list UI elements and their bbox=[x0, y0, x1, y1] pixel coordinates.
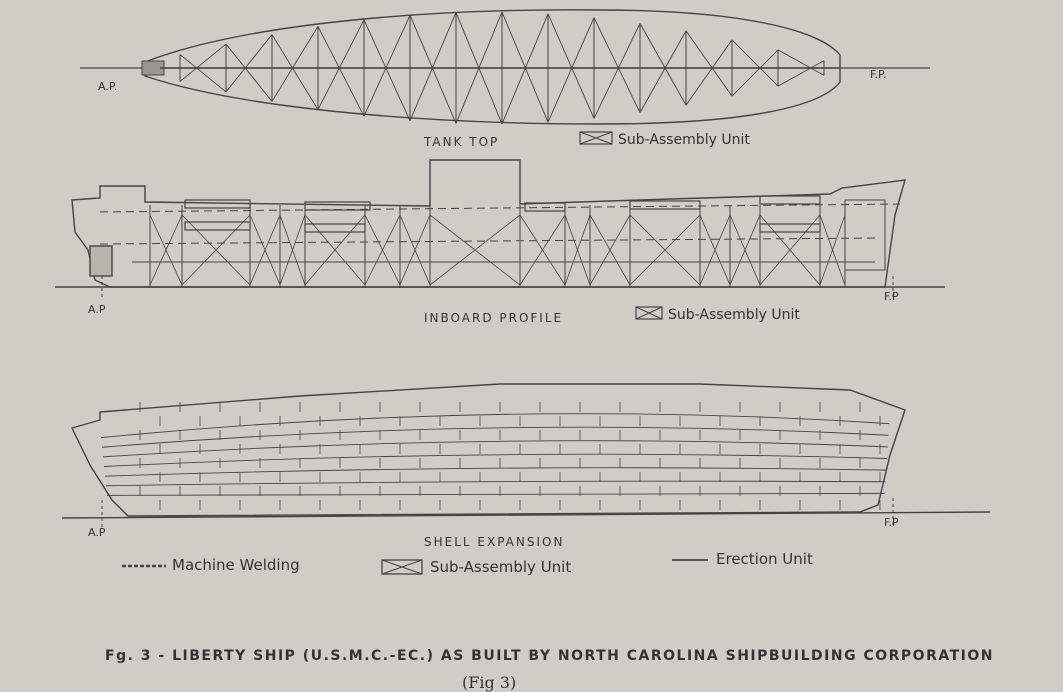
shell-expansion bbox=[61, 383, 991, 528]
profile-sub-assembly-unit bbox=[629, 200, 701, 210]
shell-strake-line bbox=[100, 413, 890, 439]
tank-top-brace bbox=[639, 23, 687, 106]
shell-strake-line bbox=[104, 467, 887, 477]
tank-top-brace bbox=[731, 49, 779, 97]
tank-top-brace bbox=[363, 14, 411, 117]
tank-top-brace bbox=[639, 30, 687, 113]
tank-top-brace bbox=[501, 13, 549, 125]
tank-top-legend-label: Sub-Assembly Unit bbox=[618, 132, 750, 148]
tank-top-brace bbox=[271, 34, 319, 110]
machine-welding-label: Machine Welding bbox=[172, 556, 300, 574]
profile-brace bbox=[304, 214, 366, 286]
profile-sub-assembly-unit bbox=[184, 221, 251, 231]
shell-strakes bbox=[100, 413, 890, 496]
tank-top-legend: Sub-Assembly Unit bbox=[579, 131, 750, 148]
profile-brace bbox=[729, 214, 761, 286]
tank-top-title: TANK TOP bbox=[423, 135, 499, 149]
figure-caption: Fg. 3 - LIBERTY SHIP (U.S.M.C.-EC.) AS B… bbox=[105, 648, 994, 664]
profile-brace bbox=[279, 214, 306, 286]
inboard-legend: Sub-Assembly Unit bbox=[635, 306, 800, 323]
shell-hull-outline bbox=[71, 383, 906, 517]
profile-sub-assembly-unit bbox=[304, 201, 371, 211]
inboard-holds bbox=[149, 205, 846, 287]
profile-sub-assembly-unit bbox=[184, 199, 251, 209]
tank-top-brace bbox=[225, 43, 273, 102]
tank-top-brace bbox=[593, 17, 641, 113]
sub-assembly-label: Sub-Assembly Unit bbox=[430, 558, 571, 576]
tank-top-brace bbox=[777, 49, 825, 76]
profile-brace bbox=[819, 214, 846, 286]
tank-top-brace bbox=[317, 26, 365, 117]
tank-top-brace bbox=[547, 17, 595, 123]
inboard-ap-marker: A.P bbox=[88, 303, 106, 316]
profile-brace bbox=[364, 214, 401, 286]
profile-brace bbox=[149, 214, 183, 286]
profile-brace bbox=[589, 214, 631, 286]
tank-top-brace bbox=[685, 39, 733, 106]
tank-top-brace bbox=[179, 54, 227, 93]
profile-sub-assembly-unit bbox=[759, 195, 821, 205]
tank-top-brace bbox=[777, 60, 825, 87]
inboard-profile-title: INBOARD PROFILE bbox=[424, 311, 563, 325]
tank-top-ap-marker: A.P. bbox=[98, 80, 117, 93]
inboard-fp-marker: F.P bbox=[884, 290, 899, 303]
tank-top-brace bbox=[731, 39, 779, 87]
shell-baseline bbox=[61, 511, 991, 519]
profile-brace bbox=[249, 214, 281, 286]
profile-brace bbox=[399, 214, 431, 286]
tank-top-brace bbox=[317, 19, 365, 110]
shell-strake-line bbox=[101, 426, 889, 448]
tank-top-brace bbox=[547, 13, 595, 119]
profile-brace bbox=[429, 214, 521, 286]
erection-unit-label: Erection Unit bbox=[716, 550, 813, 568]
shell-seams bbox=[139, 402, 881, 510]
tank-top-brace bbox=[225, 34, 273, 93]
tank-top-plan bbox=[80, 9, 930, 125]
sub-assembly-symbol bbox=[381, 559, 423, 575]
shell-strake-line bbox=[103, 453, 888, 467]
shell-strake-line bbox=[106, 492, 885, 496]
profile-brace bbox=[629, 214, 701, 286]
tank-top-brace bbox=[409, 15, 457, 124]
tank-top-brace bbox=[363, 19, 411, 122]
shell-ap-marker: A.P bbox=[88, 526, 106, 539]
tank-top-outline bbox=[144, 9, 841, 125]
shell-fp-marker: F.P bbox=[884, 516, 899, 529]
weld-legend: Machine Welding Sub-Assembly Unit Erecti… bbox=[122, 550, 813, 576]
shell-strake-line bbox=[105, 480, 886, 487]
tank-top-brace bbox=[593, 23, 641, 119]
inboard-hull-outline bbox=[71, 159, 906, 288]
tank-top-frames bbox=[179, 11, 825, 125]
tank-top-brace bbox=[179, 43, 227, 82]
figure-number: (Fig 3) bbox=[462, 673, 516, 692]
profile-brace bbox=[564, 214, 591, 286]
tank-top-brace bbox=[271, 26, 319, 102]
tank-top-brace bbox=[455, 11, 503, 124]
profile-brace bbox=[759, 214, 821, 286]
tank-top-brace bbox=[501, 11, 549, 123]
tank-top-brace bbox=[685, 30, 733, 97]
profile-brace bbox=[519, 214, 566, 286]
tank-top-fp-marker: F.P. bbox=[870, 68, 886, 81]
profile-brace bbox=[181, 214, 251, 286]
shell-strake-line bbox=[102, 440, 888, 458]
shell-expansion-title: SHELL EXPANSION bbox=[424, 535, 564, 549]
tank-top-brace bbox=[409, 12, 457, 121]
profile-brace bbox=[699, 214, 731, 286]
inboard-legend-label: Sub-Assembly Unit bbox=[668, 307, 800, 323]
inboard-profile bbox=[55, 159, 945, 300]
